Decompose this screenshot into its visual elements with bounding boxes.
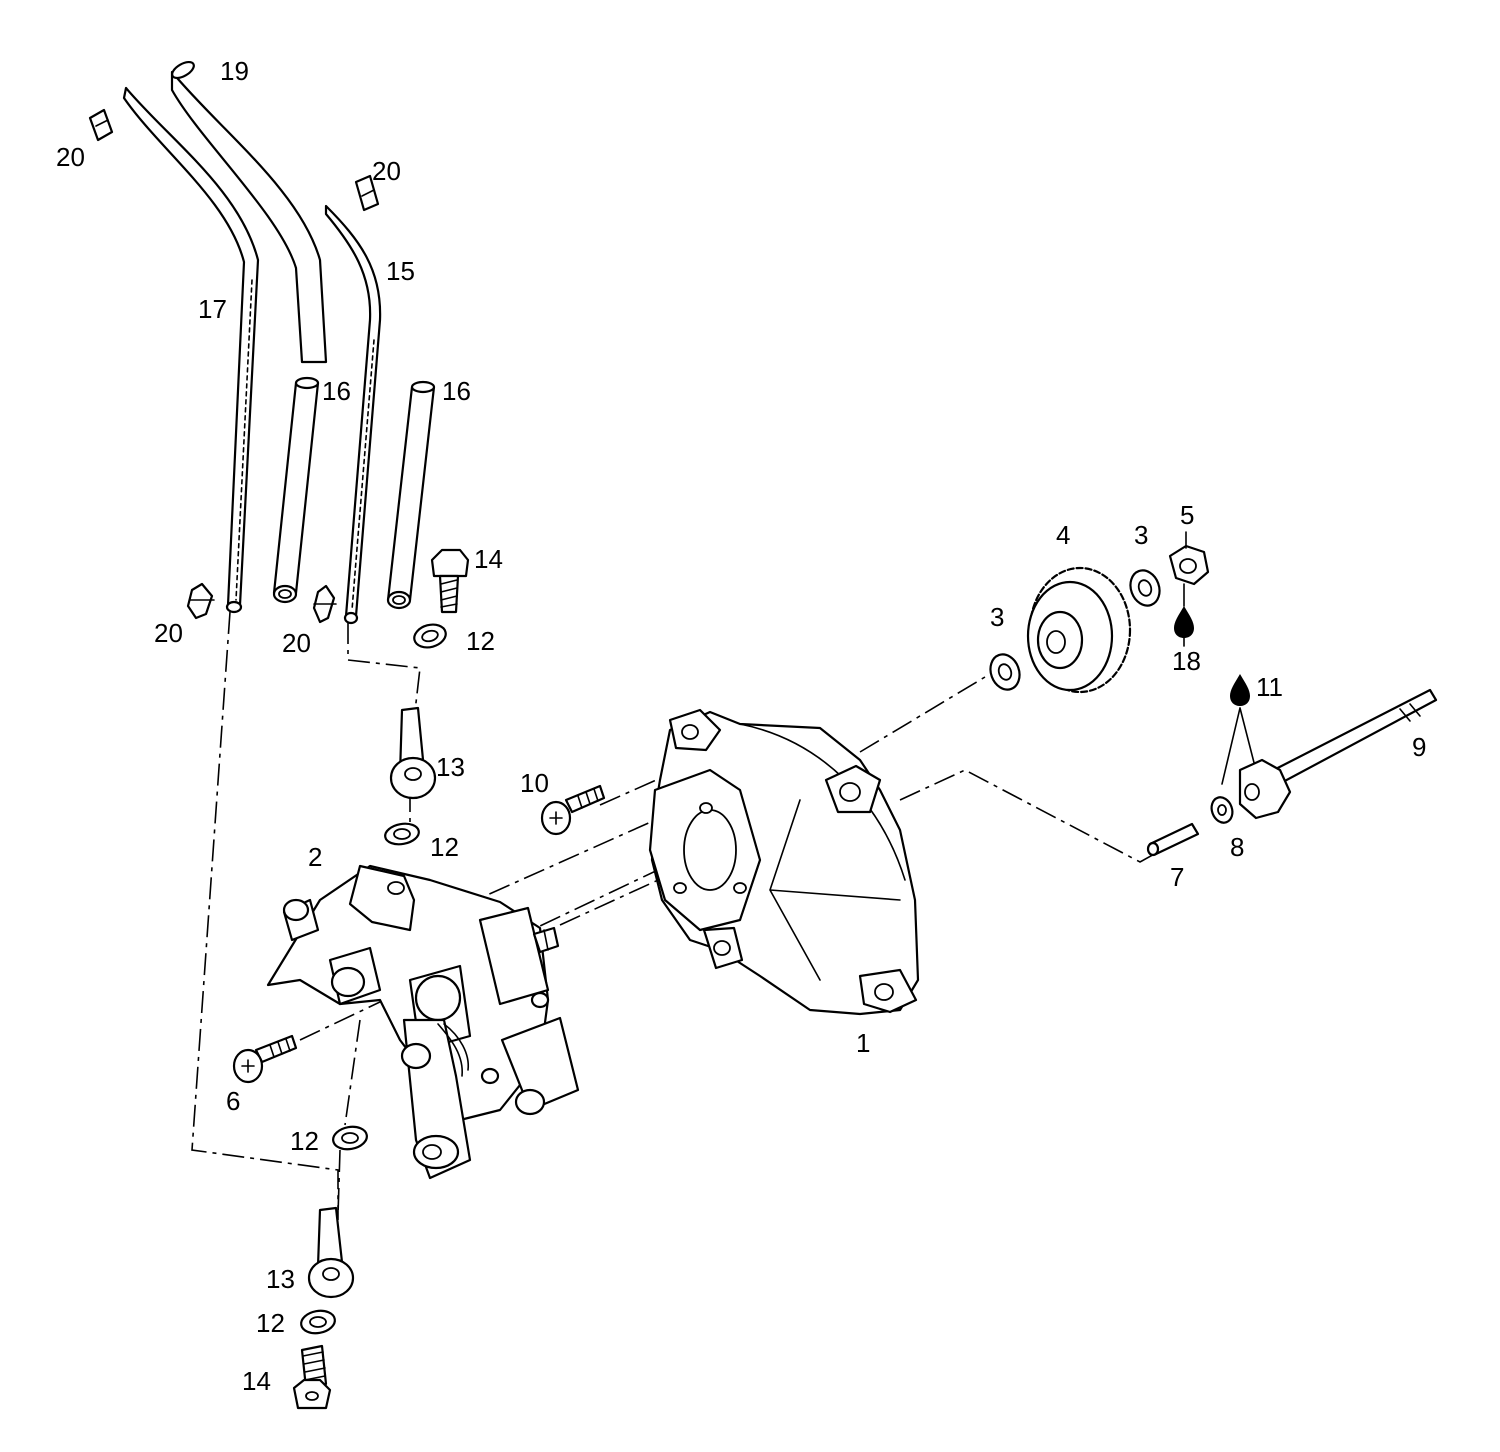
callout-12: 12 <box>466 626 495 656</box>
callout-20: 20 <box>56 142 85 172</box>
screw-6 <box>232 1034 298 1084</box>
callout-13: 13 <box>436 752 465 782</box>
hose-16-left <box>272 376 320 604</box>
callout-16: 16 <box>322 376 351 406</box>
callout-4: 4 <box>1056 520 1070 550</box>
washer-12-c <box>332 1125 368 1151</box>
callout-6: 6 <box>226 1086 240 1116</box>
washer-12-b <box>384 822 420 846</box>
callout-17: 17 <box>198 294 227 324</box>
callout-20: 20 <box>282 628 311 658</box>
banjo-fitting-13-top <box>389 706 437 800</box>
tube-19 <box>170 60 328 364</box>
callout-labels: 1 2 3 3 4 5 6 7 8 9 10 11 12 12 12 12 13… <box>56 56 1426 1396</box>
clip-20-left <box>186 582 215 620</box>
callout-14: 14 <box>242 1366 271 1396</box>
clip-20-middle <box>312 584 337 624</box>
callout-3: 3 <box>990 602 1004 632</box>
callout-12: 12 <box>430 832 459 862</box>
callout-14: 14 <box>474 544 503 574</box>
gear-4 <box>1026 566 1132 694</box>
callout-9: 9 <box>1412 732 1426 762</box>
washer-12-a <box>413 623 447 649</box>
callout-16: 16 <box>442 376 471 406</box>
callout-5: 5 <box>1180 500 1194 530</box>
callout-15: 15 <box>386 256 415 286</box>
pin-7 <box>1146 822 1200 857</box>
callout-3: 3 <box>1134 520 1148 550</box>
oil-drop-icon <box>1174 583 1194 647</box>
callout-7: 7 <box>1170 862 1184 892</box>
hose-16-right <box>386 380 436 610</box>
callout-12: 12 <box>256 1308 285 1338</box>
oil-pump-body <box>266 864 580 1180</box>
crankcase-cover <box>648 708 920 1016</box>
callout-11: 11 <box>1256 672 1283 702</box>
nut-5 <box>1168 531 1210 586</box>
washer-12-d <box>300 1309 336 1335</box>
banjo-bolt-14-bottom <box>292 1344 332 1410</box>
callout-13: 13 <box>266 1264 295 1294</box>
screw-10 <box>540 784 606 836</box>
callout-20: 20 <box>372 156 401 186</box>
callout-8: 8 <box>1230 832 1244 862</box>
clip-20-top-left <box>88 108 114 142</box>
washer-8 <box>1210 796 1234 824</box>
callout-19: 19 <box>220 56 249 86</box>
banjo-fitting-13-bottom <box>307 1206 355 1299</box>
callout-18: 18 <box>1172 646 1201 676</box>
callout-2: 2 <box>308 842 322 872</box>
callout-20: 20 <box>154 618 183 648</box>
tube-15 <box>324 204 382 625</box>
callout-12: 12 <box>290 1126 319 1156</box>
clip-20-top-right <box>354 174 380 212</box>
banjo-bolt-14-top <box>430 548 470 614</box>
callout-10: 10 <box>520 768 549 798</box>
washer-3-left <box>989 653 1021 691</box>
washer-3-right <box>1129 569 1161 607</box>
tube-17 <box>122 86 260 614</box>
shaft-9 <box>1238 688 1438 820</box>
callout-1: 1 <box>856 1028 870 1058</box>
